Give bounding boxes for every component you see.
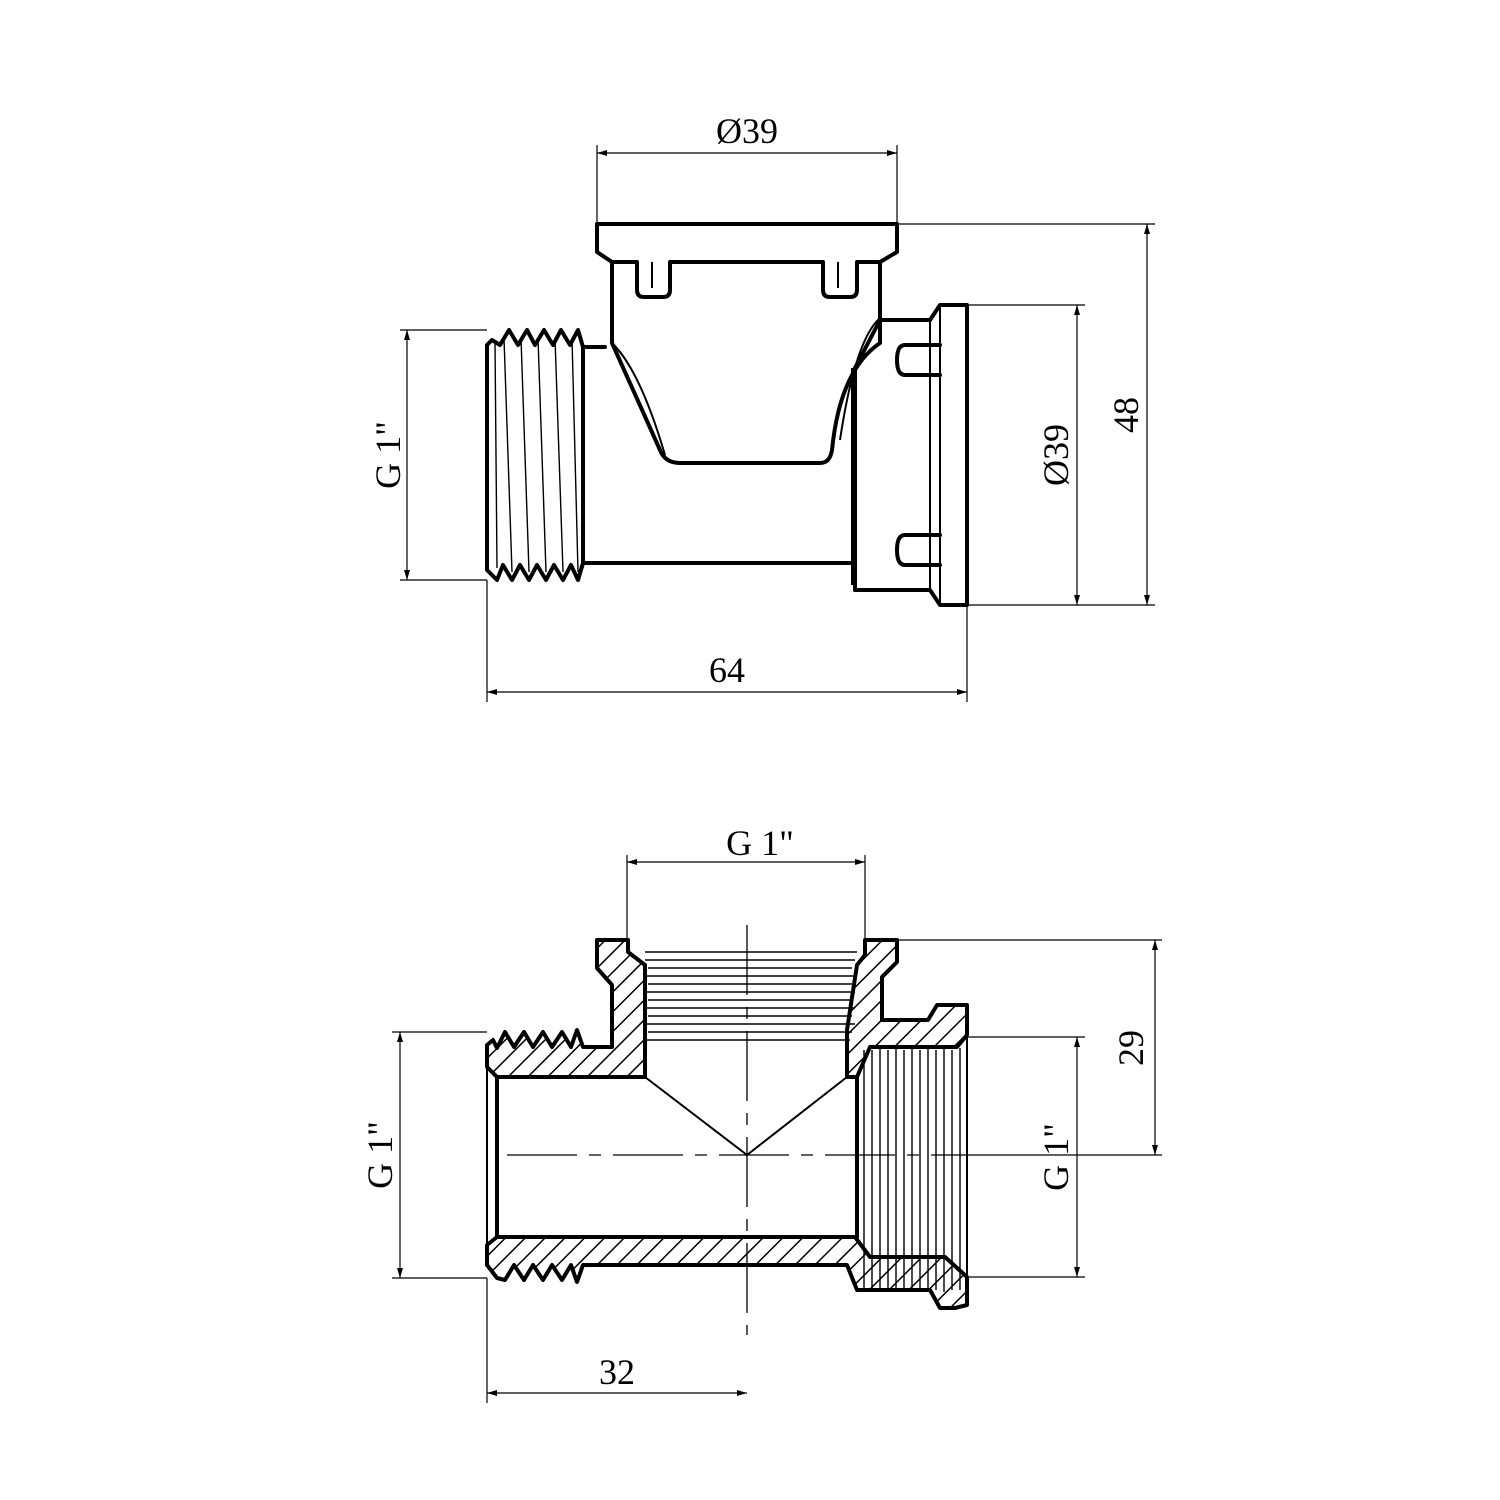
dim-top-diameter: Ø39 [716, 111, 778, 151]
top-view: Ø39 Ø39 48 G 1" 64 [368, 111, 1155, 702]
dim-branch-height: 29 [1111, 1030, 1151, 1066]
section-bottom [485, 1235, 969, 1310]
branch-body [610, 260, 882, 465]
bore-edges [495, 1075, 859, 1239]
dim-height: 48 [1106, 397, 1146, 433]
section-view: G 1" 29 G 1" G 1" 32 [360, 823, 1162, 1403]
ext-lines [897, 223, 1155, 606]
ext-lines [392, 1031, 488, 1403]
dim-right-thread: G 1" [1036, 1123, 1076, 1191]
section-left-top [485, 938, 647, 1079]
dim-length: 64 [709, 650, 745, 690]
top-flange [595, 222, 899, 299]
main-pipe [581, 318, 932, 592]
dim-left-thread: G 1" [360, 1121, 400, 1189]
drill-cone [644, 1076, 848, 1157]
dim-half-length: 32 [599, 1352, 635, 1392]
dim-right-diameter: Ø39 [1036, 424, 1076, 486]
flange-edges [929, 305, 941, 605]
tab-edges [651, 262, 839, 288]
right-flange [853, 303, 969, 607]
top-internal-thread [645, 951, 857, 1041]
ext-lines [400, 329, 968, 702]
left-thread [485, 328, 585, 582]
ext-lines [897, 939, 1162, 1278]
right-tabs [895, 343, 942, 567]
section-right-top [845, 938, 969, 1079]
right-internal-thread [863, 1048, 961, 1292]
dim-left-thread: G 1" [368, 421, 408, 489]
thread-lines [494, 337, 579, 573]
ext-lines [626, 855, 866, 940]
dim-top-thread: G 1" [726, 823, 794, 863]
ext-lines [596, 145, 898, 224]
